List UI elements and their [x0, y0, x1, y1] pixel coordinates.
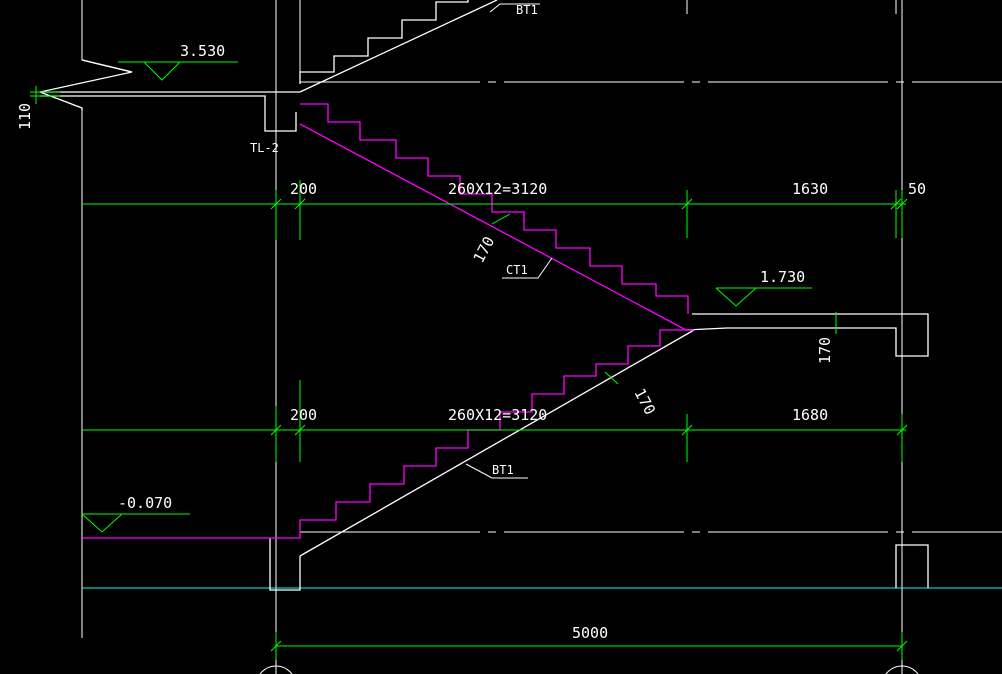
label-bt1-upper: BT1	[516, 3, 538, 17]
dim-slab-lower: 170	[630, 385, 659, 417]
tick-a	[270, 198, 282, 210]
dim-total-span: 5000	[572, 624, 608, 642]
axis-bubble-left	[259, 665, 293, 674]
ct1-steps	[300, 103, 689, 314]
leader-bt1-lower	[465, 463, 528, 479]
tick-f	[270, 424, 282, 436]
leader-ct1	[502, 257, 553, 279]
tick-c	[681, 198, 693, 210]
dimension-lines	[30, 61, 908, 660]
dim-slab-upper: 170	[470, 234, 499, 266]
bt1-lower-soffit	[299, 329, 695, 557]
leader-bt1-upper	[489, 3, 540, 13]
label-bt1-lower: BT1	[492, 463, 514, 477]
slab-dim-upper	[491, 213, 511, 225]
text-labels: 3.530 1.730 -0.070 BT1 BT1 TL-2 CT1 200 …	[16, 3, 926, 642]
lower-flight-steps	[82, 329, 694, 539]
elevation-top: 3.530	[180, 42, 225, 60]
bt1-upper-steps	[299, 0, 469, 84]
elev-triangle-top	[143, 61, 181, 81]
tick-i	[896, 424, 908, 436]
dim-lower-left-gap: 200	[290, 406, 317, 424]
concrete-outlines	[37, 0, 929, 591]
reference-lines	[81, 0, 903, 674]
slab-bottom-edge-tl2	[40, 95, 297, 132]
tick-e	[896, 198, 908, 210]
label-ct1: CT1	[506, 263, 528, 277]
dim-upper-landing: 1630	[792, 180, 828, 198]
tick-d	[890, 198, 902, 210]
stair-steps	[82, 103, 694, 539]
bottom-beam	[269, 538, 301, 591]
dim-lower-run: 260X12=3120	[448, 406, 547, 424]
axis-bubble-right	[885, 665, 919, 674]
tick-k	[896, 640, 908, 652]
tick-b	[294, 198, 306, 210]
elevation-middle: 1.730	[760, 268, 805, 286]
label-tl2: TL-2	[250, 141, 279, 155]
tick-h	[681, 424, 693, 436]
elevation-bottom: -0.070	[118, 494, 172, 512]
dim-landing-thickness: 170	[816, 337, 834, 364]
elev-triangle-middle	[715, 287, 757, 307]
tick-g	[294, 424, 306, 436]
elev-triangle-bottom	[81, 513, 123, 533]
slab-dim-lower	[604, 371, 619, 385]
leader-lines	[465, 3, 553, 479]
break-symbol	[37, 59, 133, 110]
tick-j	[270, 640, 282, 652]
bottom-right-beam	[895, 544, 929, 588]
level-lines	[300, 81, 1002, 533]
dim-upper-right-gap: 50	[908, 180, 926, 198]
middle-landing	[685, 313, 929, 357]
ct1-soffit	[299, 123, 687, 331]
dim-upper-run: 260X12=3120	[448, 180, 547, 198]
dim-upper-left-gap: 200	[290, 180, 317, 198]
axis-bubbles	[259, 665, 919, 674]
break-symbol-top	[81, 59, 133, 73]
dim-floor-thickness: 110	[16, 103, 34, 130]
bt1-upper-soffit	[299, 0, 498, 93]
dim-lower-landing: 1680	[792, 406, 828, 424]
